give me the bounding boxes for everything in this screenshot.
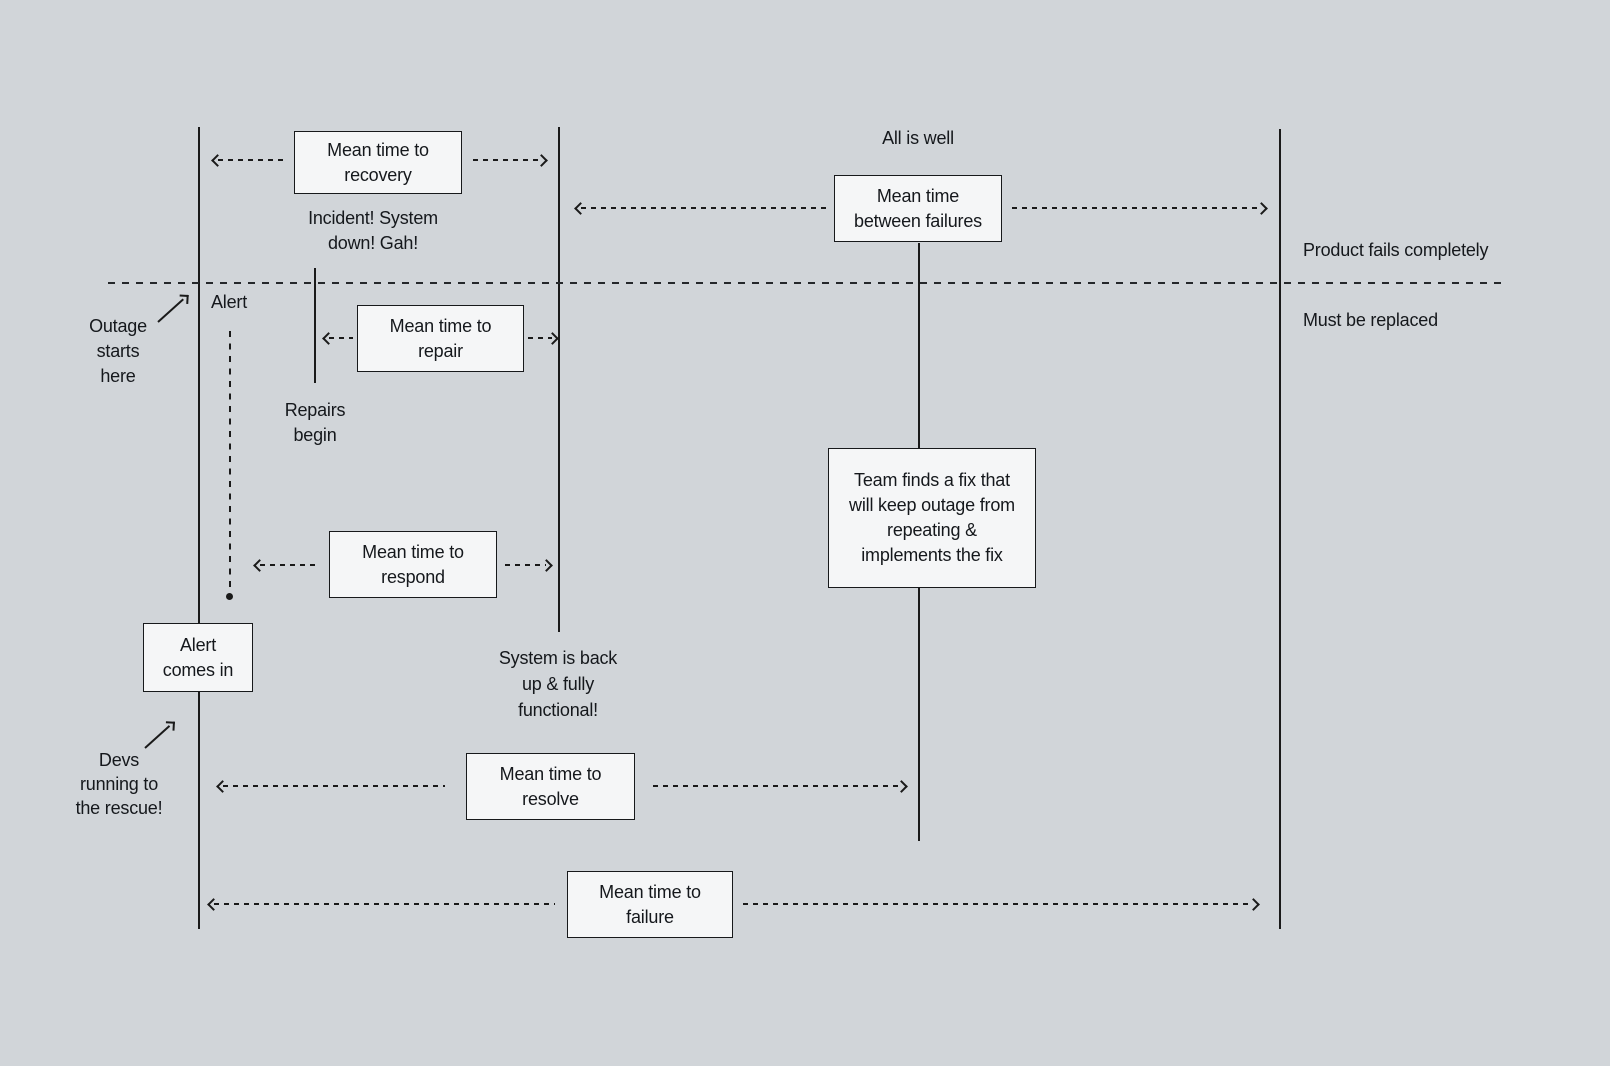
repairs-begin-line [314,268,316,383]
mean-time-to-respond-box: Mean time to respond [329,531,497,598]
arrowhead-icon [1255,201,1268,215]
health-threshold-dashed-line [108,282,1508,284]
must-be-replaced-label: Must be replaced [1303,310,1438,330]
arrowhead-icon [574,201,587,215]
mean-time-to-failure-box: Mean time to failure [567,871,733,938]
product-failure-line [1279,129,1281,929]
arrowhead-icon [178,294,189,304]
failure-arrow-right [743,897,1260,911]
arrow-shaft [581,206,827,210]
between-failures-arrow-right [1012,201,1268,215]
alert-comes-in-box: Alert comes in [143,623,253,692]
recovery-arrow-left [211,153,284,167]
repair-arrow-right [528,331,559,345]
resolve-arrow-left [216,779,445,793]
mean-time-to-repair-box: Mean time to repair [357,305,524,372]
outage-start-line [198,127,200,929]
mean-time-to-resolve-box: Mean time to resolve [466,753,635,820]
system-back-up-label: System is back up & fully functional! [498,648,618,720]
all-is-well-label: All is well [882,128,954,148]
arrow-shaft [653,784,901,788]
arrow-shaft [260,563,320,567]
arrowhead-icon [895,779,908,793]
incident-label: Incident! System down! Gah! [308,208,438,253]
arrowhead-icon [253,558,266,572]
repairs-begin-label: Repairs begin [284,400,346,445]
arrow-shaft [329,336,353,340]
arrow-shaft [218,158,284,162]
arrow-shaft [743,902,1253,906]
mean-time-to-recovery-box: Mean time to recovery [294,131,462,194]
arrowhead-icon [540,558,553,572]
arrowhead-icon [535,153,548,167]
respond-arrow-right [505,558,553,572]
arrow-shaft [223,784,445,788]
devs-rescue-label: Devs running to the rescue! [75,750,163,818]
alert-dot [226,593,233,600]
product-fails-label: Product fails completely [1303,240,1489,260]
between-failures-arrow-left [574,201,827,215]
mean-time-between-failures-box: Mean time between failures [834,175,1002,242]
recovery-arrow-right [473,153,548,167]
arrowhead-icon [165,720,175,731]
failure-arrow-left [207,897,555,911]
alert-label: Alert [211,292,248,312]
arrow-shaft [473,158,541,162]
arrowhead-icon [1247,897,1260,911]
arrowhead-icon [211,153,224,167]
arrowhead-icon [546,331,559,345]
arrowhead-icon [322,331,335,345]
system-recovered-line [558,127,560,632]
arrow-shaft [214,902,555,906]
respond-arrow-left [253,558,320,572]
arrow-shaft [1012,206,1261,210]
resolve-arrow-right [653,779,908,793]
arrowhead-icon [207,897,220,911]
arrowhead-icon [216,779,229,793]
repair-arrow-left [322,331,353,345]
alert-dashed-line [229,331,231,588]
arrow-shaft [505,563,546,567]
outage-starts-here-label: Outage starts here [89,316,147,386]
team-finds-fix-box: Team finds a fix that will keep outage f… [828,448,1036,588]
arrow-shaft [528,336,552,340]
